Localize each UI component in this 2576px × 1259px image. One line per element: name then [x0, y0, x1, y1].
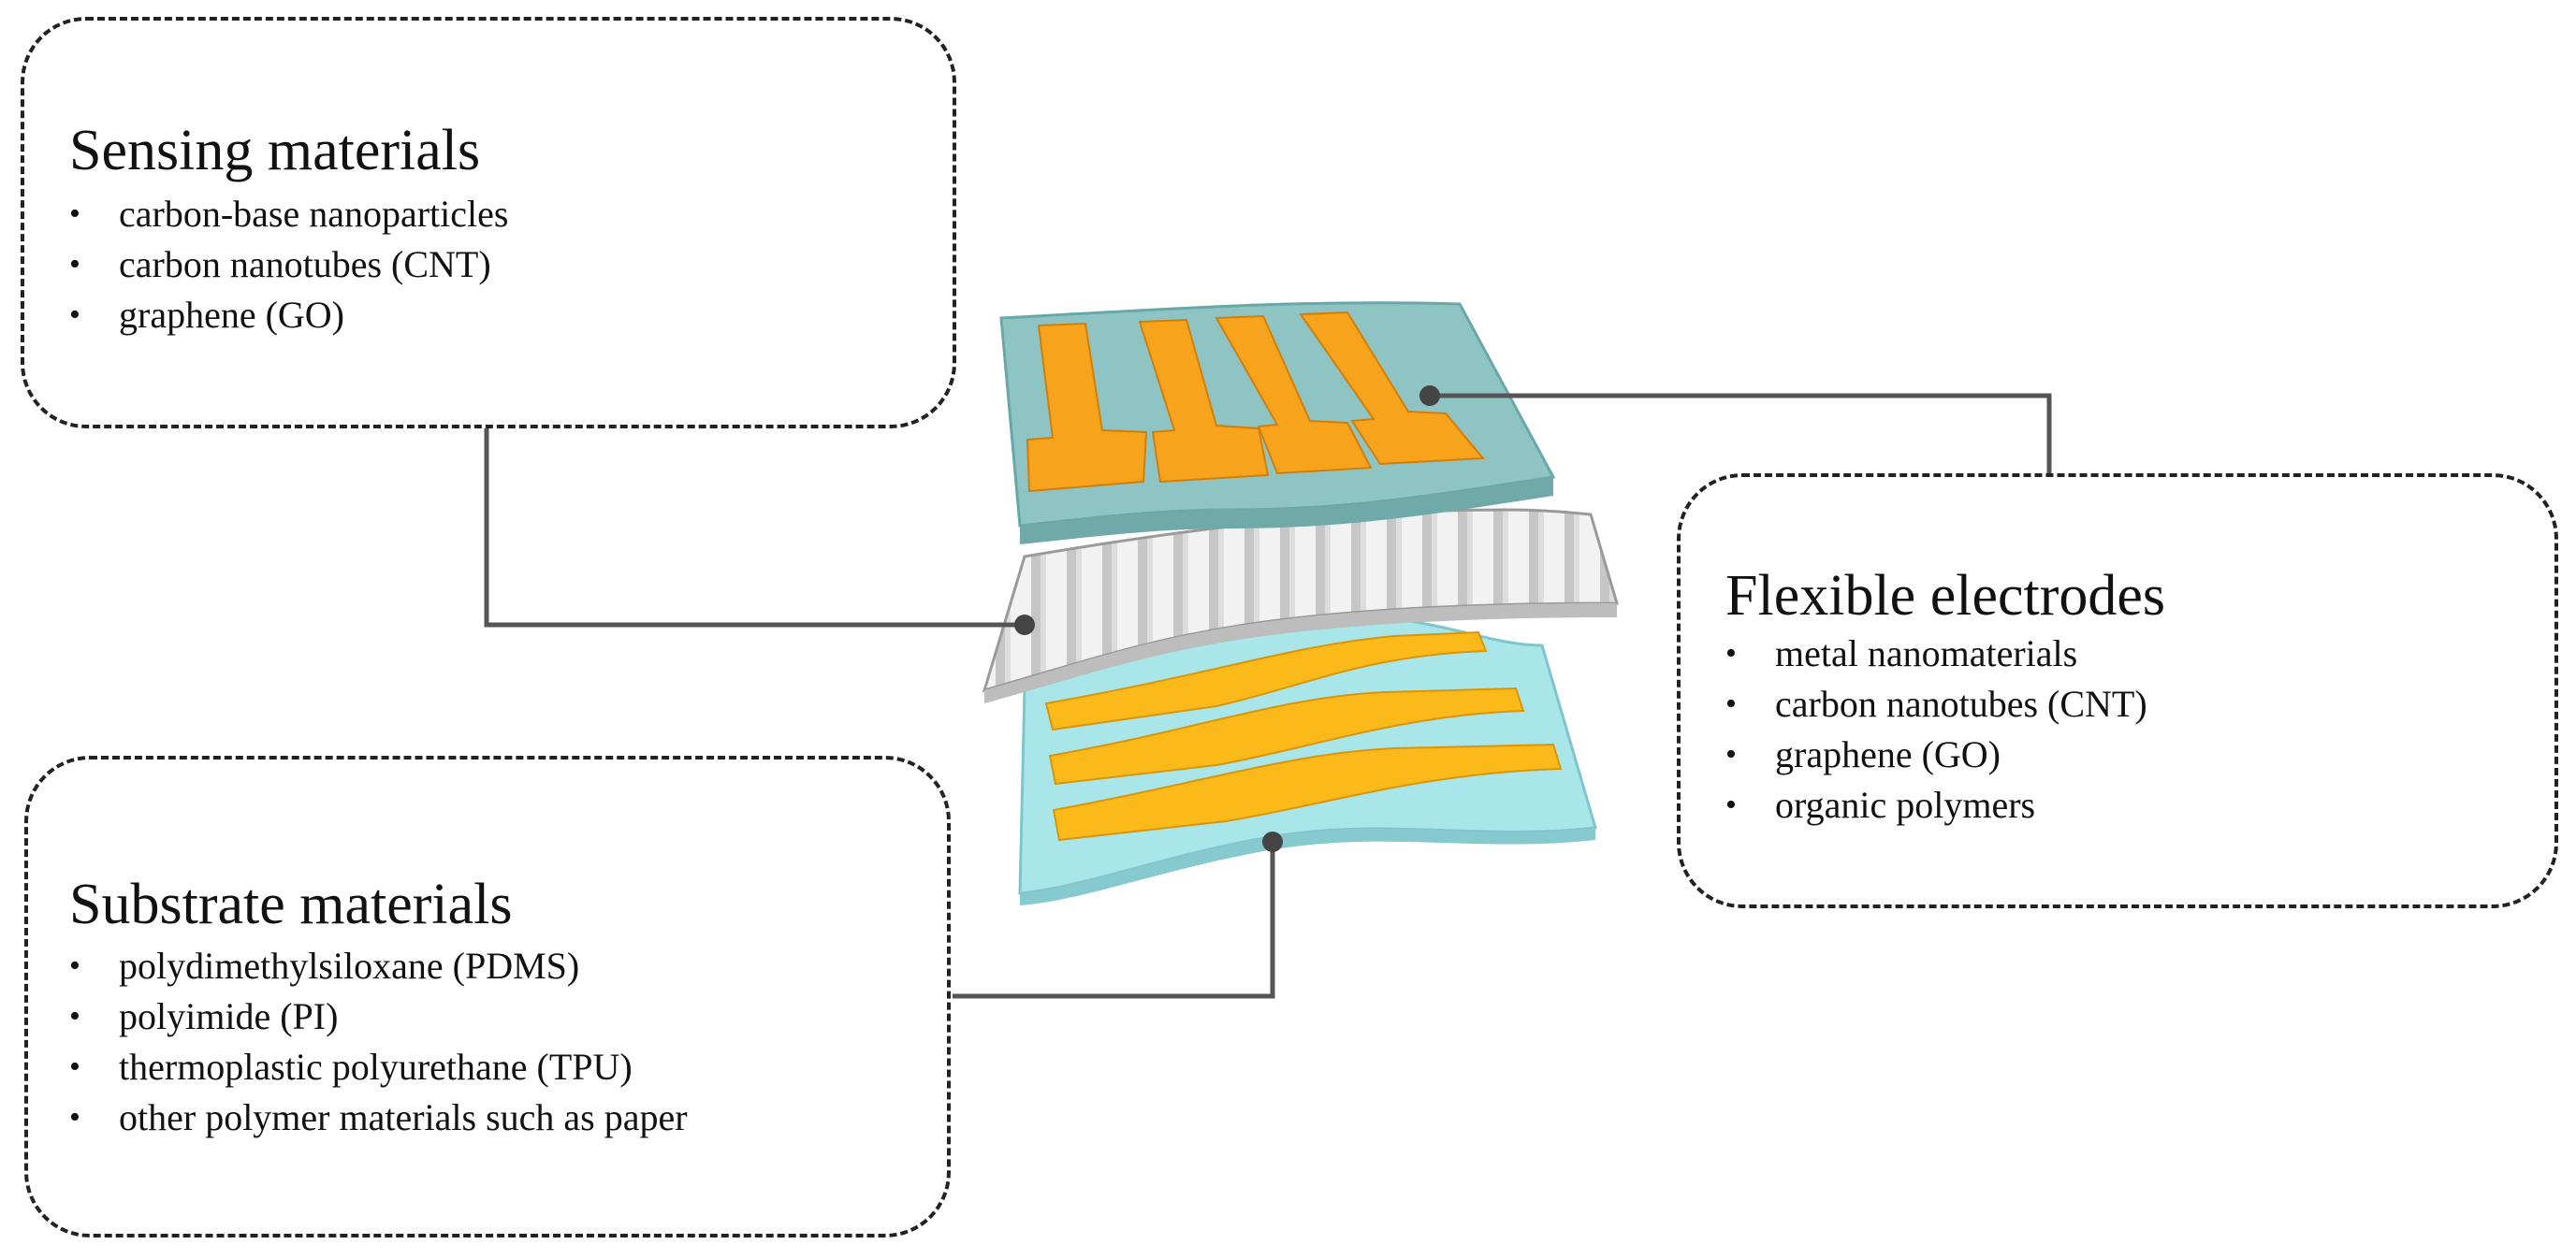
list-item: carbon-base nanoparticles — [67, 189, 508, 239]
list-item: carbon nanotubes (CNT) — [1724, 679, 2147, 730]
bottom-substrate-layer — [1018, 612, 1597, 905]
connector-substrate — [953, 842, 1275, 999]
list-item: other polymer materials such as paper — [67, 1093, 688, 1143]
list-item: carbon nanotubes (CNT) — [67, 239, 508, 290]
list-item: graphene (GO) — [67, 290, 508, 340]
list-item: thermoplastic polyurethane (TPU) — [67, 1042, 688, 1093]
flexible-electrodes-list: metal nanomaterials carbon nanotubes (CN… — [1724, 629, 2147, 831]
flexible-electrodes-title: Flexible electrodes — [1725, 564, 2165, 628]
list-item: metal nanomaterials — [1724, 629, 2147, 679]
dot-top-layer — [1419, 385, 1440, 406]
flexible-electrodes-box: Flexible electrodes metal nanomaterials … — [1677, 473, 2558, 908]
list-item: organic polymers — [1724, 780, 2147, 831]
dot-bottom-layer — [1262, 832, 1283, 852]
substrate-materials-list: polydimethylsiloxane (PDMS) polyimide (P… — [67, 941, 688, 1143]
connector-electrodes — [1430, 393, 2052, 473]
substrate-materials-title: Substrate materials — [69, 873, 513, 936]
sensing-materials-title: Sensing materials — [69, 119, 481, 182]
bottom-electrode-strips — [1044, 630, 1563, 842]
dot-middle-layer — [1014, 615, 1035, 635]
connector-sensing — [484, 428, 1025, 628]
sensing-materials-list: carbon-base nanoparticles carbon nanotub… — [67, 189, 508, 340]
connector-lines — [484, 393, 2052, 999]
substrate-materials-box: Substrate materials polydimethylsiloxane… — [24, 756, 951, 1237]
top-electrode-strips — [1026, 311, 1486, 493]
list-item: polydimethylsiloxane (PDMS) — [67, 941, 688, 991]
list-item: polyimide (PI) — [67, 991, 688, 1042]
sensing-materials-box: Sensing materials carbon-base nanopartic… — [21, 17, 956, 428]
connector-dots — [1014, 385, 1440, 852]
top-electrode-layer — [999, 301, 1556, 544]
list-item: graphene (GO) — [1724, 730, 2147, 780]
